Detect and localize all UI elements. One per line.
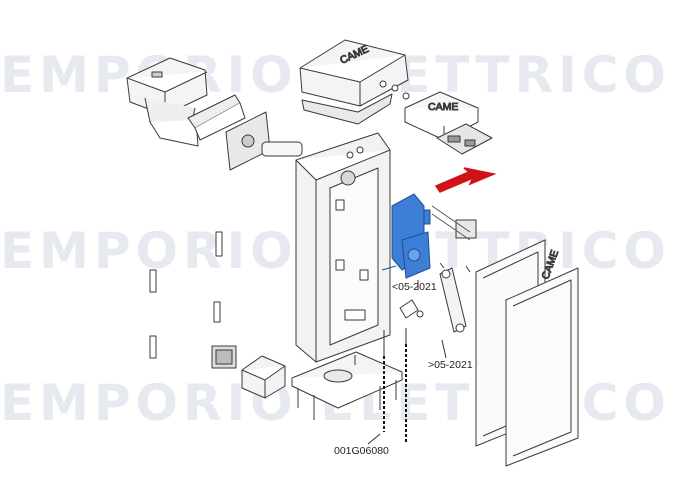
lever-link <box>431 205 471 241</box>
label-arm-after: >05-2021 <box>428 359 473 371</box>
leader-line <box>441 339 447 359</box>
upper-housing-cap <box>126 57 208 147</box>
washer <box>416 310 424 318</box>
battery-box <box>241 355 286 399</box>
cover-bolt <box>391 84 399 92</box>
control-board-box <box>404 91 493 155</box>
limit-switch-bracket <box>149 269 157 293</box>
bracket-plate <box>187 94 246 141</box>
label-gearmotor-before: <05-2021 <box>392 281 437 293</box>
foundation-plate <box>291 351 403 420</box>
spacer <box>399 299 419 319</box>
cover-bolt <box>402 92 410 100</box>
limit-switch-bracket <box>215 231 223 257</box>
balancing-arm <box>439 267 467 333</box>
leader-line <box>367 433 381 445</box>
gearmotor-highlighted <box>381 193 431 279</box>
output-flange-shaft <box>225 111 303 171</box>
rear-side-panel <box>505 267 579 467</box>
transformer <box>211 345 237 369</box>
balancing-springs <box>383 344 407 442</box>
label-spring-code: 001G06080 <box>334 445 389 457</box>
limit-switch-bracket <box>149 335 157 359</box>
red-arrow-icon <box>434 167 497 193</box>
board-logo: CAME <box>428 101 458 113</box>
cover-bolt <box>379 80 387 88</box>
pin <box>439 262 471 273</box>
top-cover <box>299 39 409 125</box>
barrier-cabinet <box>295 132 391 363</box>
limit-switch-bracket <box>213 301 221 323</box>
